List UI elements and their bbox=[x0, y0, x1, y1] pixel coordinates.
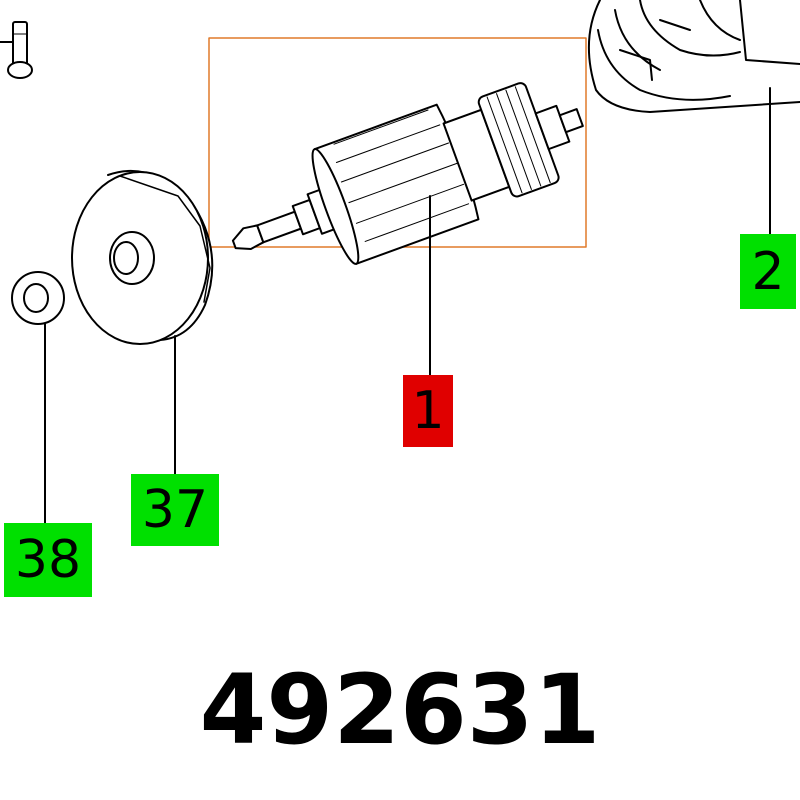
armature-part bbox=[231, 82, 584, 265]
stator-housing-part bbox=[587, 0, 800, 235]
part-number: 492631 bbox=[199, 654, 601, 766]
callout-box-38 bbox=[4, 523, 92, 597]
fan-part bbox=[71, 169, 214, 475]
callout-box-37 bbox=[131, 474, 219, 546]
screw-part bbox=[0, 21, 33, 79]
callout-label-fan[interactable]: 37 bbox=[141, 480, 209, 540]
callout-label-armature[interactable]: 1 bbox=[411, 381, 445, 441]
callout-box-1 bbox=[403, 375, 453, 447]
washer-part bbox=[11, 271, 65, 524]
callout-label-stator[interactable]: 2 bbox=[751, 241, 785, 302]
callout-box-2 bbox=[740, 234, 796, 309]
callout-label-washer[interactable]: 38 bbox=[14, 530, 82, 590]
